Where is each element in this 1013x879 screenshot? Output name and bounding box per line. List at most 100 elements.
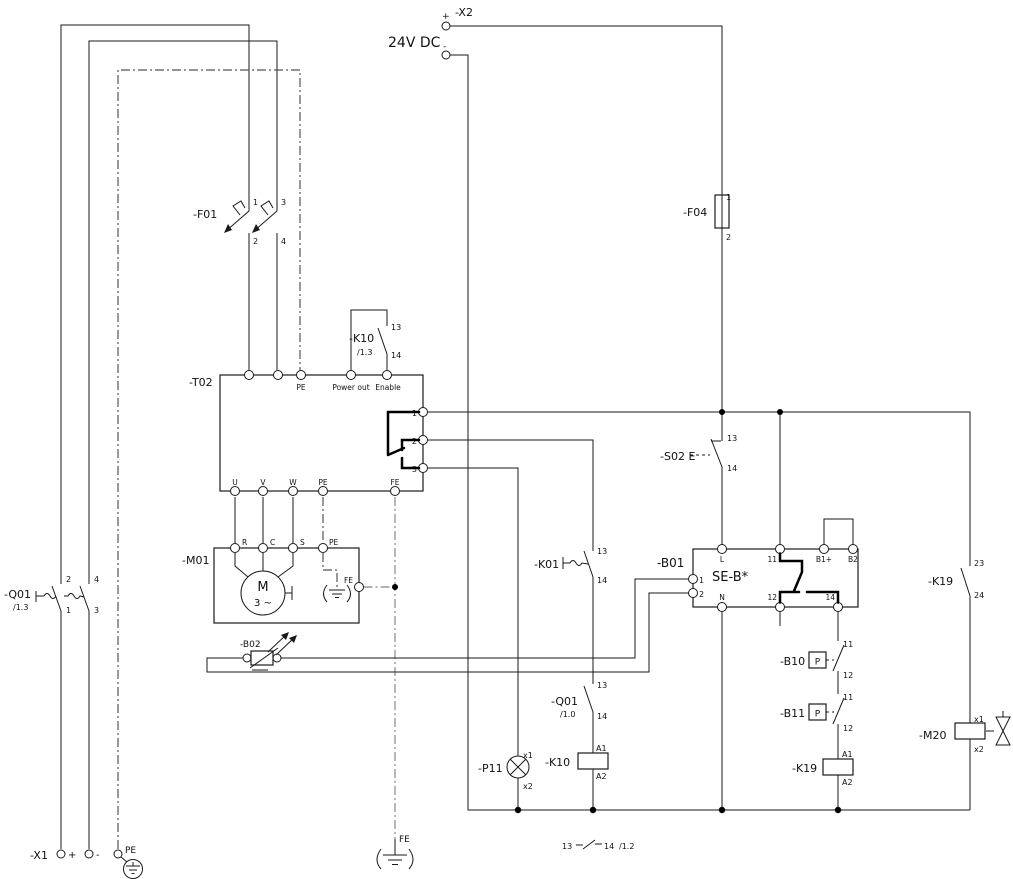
junction-dot: [718, 806, 726, 814]
b01-terminal: [688, 574, 698, 584]
x1-label: -X1: [30, 849, 48, 862]
b01-jumper: [823, 518, 854, 545]
contact-q01-aux: -Q01 /1.0 13 14: [551, 681, 607, 721]
k10-coil-body: [577, 752, 609, 770]
k01-t14: 14: [597, 576, 607, 585]
b01-changeover-contact: [778, 552, 840, 604]
f01-hook-1: [232, 200, 246, 216]
t02-box: [219, 374, 424, 492]
b02-terminal: [242, 653, 252, 663]
x2-minus-sign: -: [443, 42, 446, 52]
x1-pe-label: PE: [125, 846, 136, 856]
k19-t23: 23: [974, 559, 984, 568]
switch-q01-main: -Q01 /1.3 2 1 4 3: [4, 575, 99, 615]
k10-blade: [377, 327, 388, 355]
wire-motor-leads: [234, 553, 294, 578]
f01-arrow-2: [252, 224, 260, 233]
s02-label: -S02 E: [660, 450, 695, 463]
p11-lamp-cross: [509, 758, 527, 776]
device-b01: -B01 SE-B* L 11 B1+ B2 N 12 14 1 2: [657, 518, 859, 612]
b10-t11: 11: [843, 640, 853, 649]
k19-blade: [960, 567, 971, 597]
k19-t24: 24: [974, 591, 984, 600]
b11-blade: [832, 697, 845, 725]
valve-m20: -M20 x1 x2: [919, 711, 1011, 754]
m01-fe-terminal: [354, 582, 364, 592]
t02-fe-label: FE: [390, 478, 399, 487]
motor-symbol: [240, 570, 286, 616]
wire-uvw: [234, 497, 294, 543]
q01-t2: 2: [66, 575, 71, 584]
x1-plus-sign: +: [68, 850, 76, 861]
switch-b10: P -B10 11 12: [780, 640, 853, 680]
k10-coil-label: -K10: [545, 756, 570, 769]
pe-earth-glyph: [126, 862, 140, 874]
q01-main-label: -Q01: [4, 588, 31, 601]
coil-k19: -K19 A1 A2: [792, 750, 854, 787]
b01-t11-label: 11: [767, 555, 777, 564]
q01-aux-label: -Q01: [551, 695, 578, 708]
b02-thermistor-stroke: [249, 647, 279, 671]
junction-dot: [514, 806, 522, 814]
b11-t12: 12: [843, 724, 853, 733]
t02-enable-label: Enable: [375, 383, 401, 392]
contact-k10-top: -K10 /1.3 13 14: [349, 323, 401, 360]
x2-voltage-label: 24V DC: [388, 35, 441, 51]
k01-label: -K01: [534, 558, 559, 571]
m01-terminal: [288, 543, 298, 553]
b01-l-label: L: [720, 555, 725, 564]
fe-label: FE: [399, 835, 410, 845]
t02-u-label: U: [232, 478, 238, 487]
b02-arrowhead: [289, 635, 297, 643]
t02-powerout-label: Power out: [332, 383, 369, 392]
b01-b2-label: B2: [848, 555, 858, 564]
f04-t2: 2: [726, 233, 731, 242]
junction-dot: [777, 409, 783, 415]
b01-t1-label: 1: [699, 576, 704, 585]
k10-contact-ref: /1.3: [357, 348, 372, 357]
t02-terminal: [244, 370, 254, 380]
t02-terminal: [258, 486, 268, 496]
f01-t1: 1: [253, 198, 258, 207]
t02-terminal: [318, 486, 328, 496]
q01-blades: [51, 585, 90, 612]
m01-pe-label: PE: [329, 538, 339, 547]
b01-terminal: [775, 544, 785, 554]
q01-t3: 3: [94, 606, 99, 615]
m01-terminal: [230, 543, 240, 553]
b10-t12: 12: [843, 671, 853, 680]
b01-t14-label: 14: [825, 593, 835, 602]
wire-m01-pe-inner: [322, 553, 338, 590]
b01-label: -B01: [657, 556, 684, 570]
b01-terminal: [819, 544, 829, 554]
wire-motor-brush: [285, 586, 293, 600]
m01-label: -M01: [182, 554, 209, 567]
f01-t2: 2: [253, 237, 258, 246]
s02-t13: 13: [727, 434, 737, 443]
q01-actuator: [35, 591, 85, 602]
m01-earth-symbol: [323, 584, 351, 603]
q01-aux-blade: [583, 685, 594, 713]
s02-blade: [710, 438, 723, 468]
wire-x1-minus-net: [88, 40, 278, 849]
f04-label: -F04: [683, 206, 707, 219]
k01-t13: 13: [597, 547, 607, 556]
motor-m-letter: M: [257, 580, 268, 595]
crossref-k10: 13 14 /1.2: [562, 839, 634, 851]
f01-t3: 3: [281, 198, 286, 207]
q01-aux-t14: 14: [597, 712, 607, 721]
b01-terminal: [848, 544, 858, 554]
fuse-f04: -F04 1 2: [683, 193, 731, 242]
b10-p-label: P: [815, 658, 821, 668]
junction-dot: [719, 409, 725, 415]
b01-terminal: [775, 602, 785, 612]
wire-b02-bottom-net: [206, 592, 689, 673]
x1-minus-terminal: [84, 849, 94, 859]
b02-arrowhead: [281, 632, 289, 640]
t02-v-label: V: [260, 478, 266, 487]
m01-c-label: C: [270, 538, 275, 547]
k19-a1: A1: [842, 750, 853, 759]
x2-plus-terminal: [441, 21, 451, 31]
crossref-t13: 13: [562, 842, 572, 851]
